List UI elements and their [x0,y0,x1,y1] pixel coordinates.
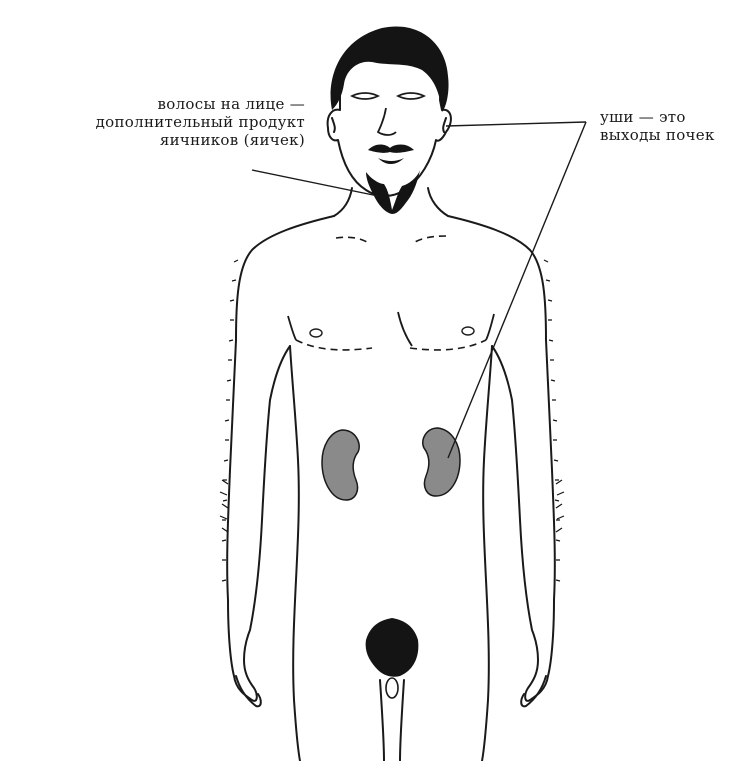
pectoral-left [296,340,372,350]
kidney-right [423,428,460,496]
eye-right [398,93,424,99]
annotation-ears: уши — это выходы почек [600,108,750,144]
chest-right-curve [486,314,494,340]
annotation-ears-line-2: выходы почек [600,126,750,144]
kidneys [322,428,460,500]
annotation-ears-line-1: уши — это [600,108,750,126]
right-ear-mark [443,118,446,132]
neck-right [428,188,448,216]
eye-left [352,93,378,99]
body-hair [220,260,564,581]
beard [366,170,420,214]
collarbone-right [412,236,446,244]
pectoral-right [410,340,486,350]
body-outline-right [448,216,555,701]
leg-left-inner [380,680,384,761]
chest-left-line [288,316,296,340]
genitals [386,678,398,698]
nipple-left [310,329,322,337]
torso-right-side [482,346,492,761]
nipple-right [462,327,474,335]
chest-right-line [398,312,412,346]
leg-right-inner [400,680,404,761]
annotation-facial-hair-line-2: дополнительный продукт [0,113,305,131]
mouth [378,158,404,164]
head-hair [331,26,449,112]
neck-left [334,188,352,216]
annotation-facial-hair: волосы на лице — дополнительный продукт … [0,95,305,149]
callout-line-ears-down [448,122,586,458]
left-ear-mark [332,118,335,132]
collarbone-left [336,237,370,244]
callout-line-ears-top [446,122,586,126]
mustache [368,145,414,153]
annotation-facial-hair-line-3: яичников (яичек) [0,131,305,149]
annotation-facial-hair-line-1: волосы на лице — [0,95,305,113]
torso-left-side [290,346,300,761]
nose [378,108,396,135]
callout-line-facial-hair [252,170,378,196]
body-outline-left [227,216,334,701]
pubic-hair [366,618,419,677]
kidney-left [322,430,359,500]
